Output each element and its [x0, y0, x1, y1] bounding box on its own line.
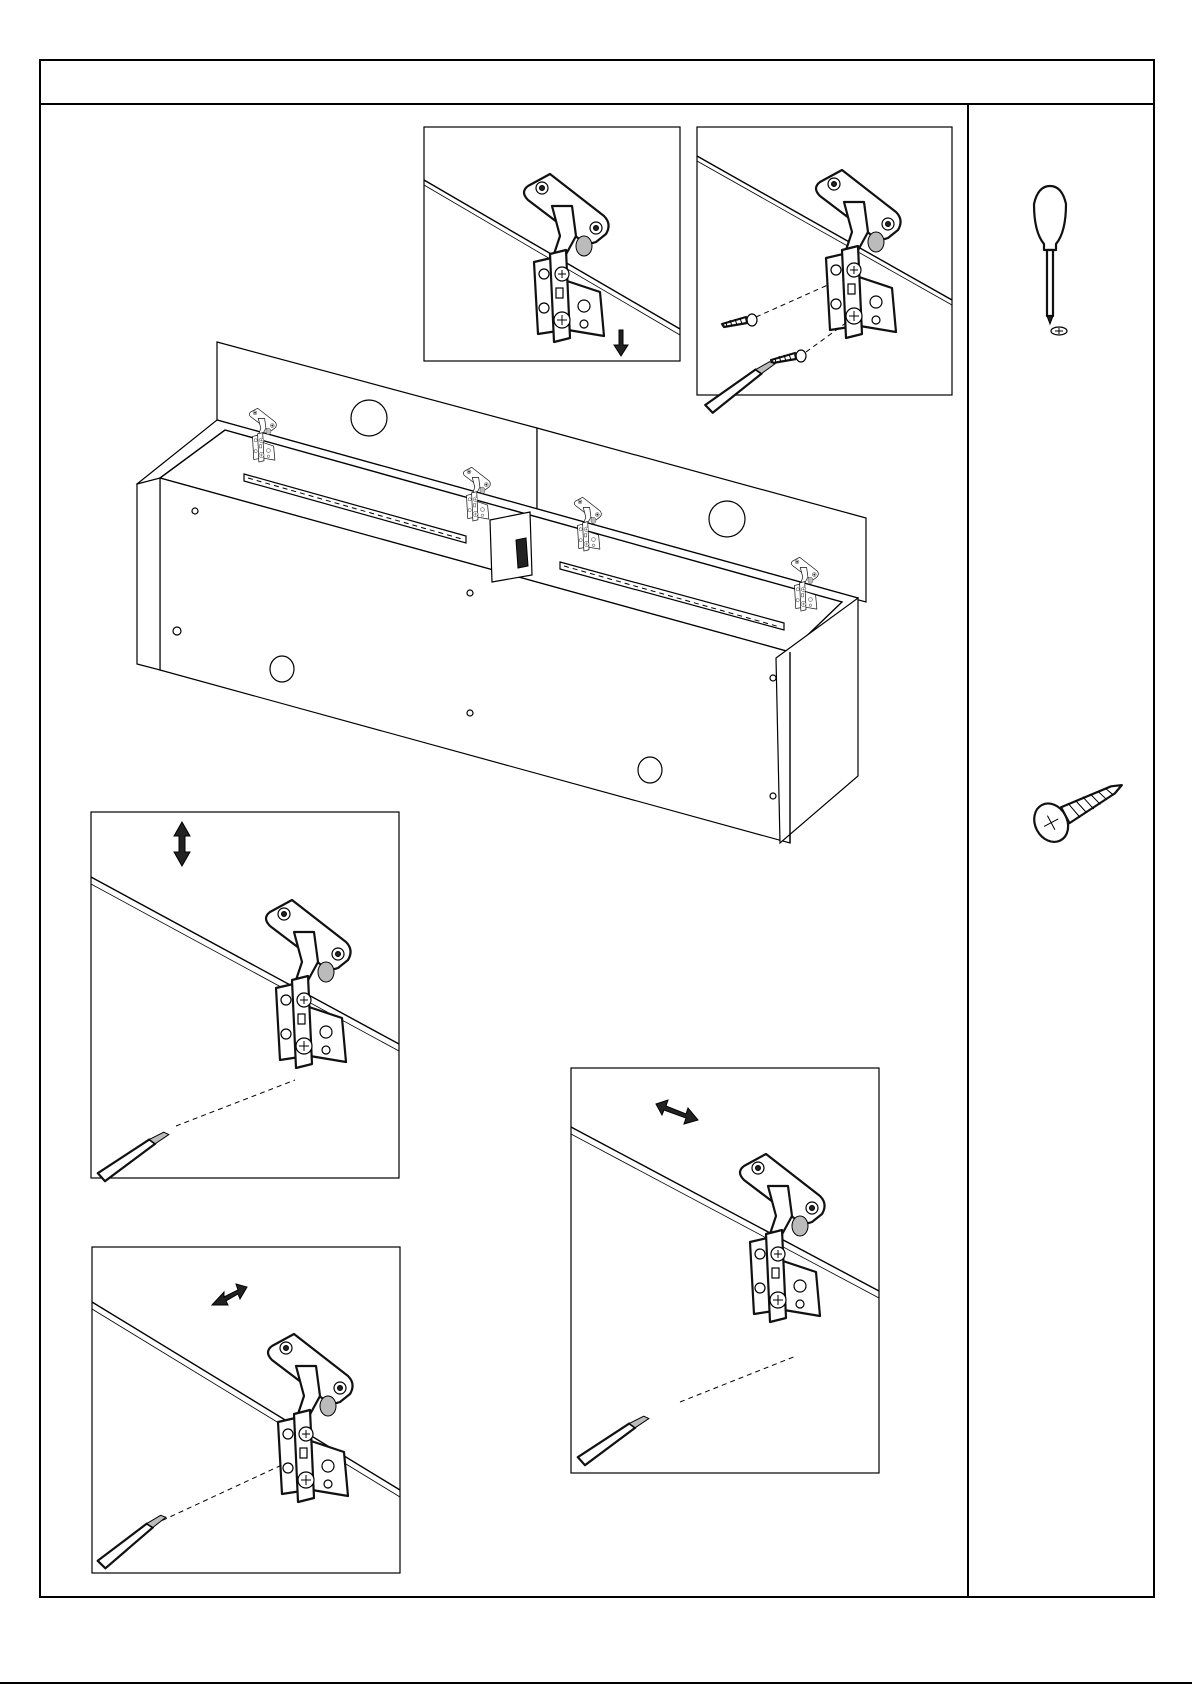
- detail-panel-screw-fixing: [697, 127, 952, 414]
- detail-panel-press-down: [424, 127, 680, 361]
- wood-screw-icon: [1028, 767, 1132, 847]
- storage-bench-drawing: [137, 342, 866, 843]
- detail-panel-adjust-height: [91, 812, 399, 1183]
- phillips-screwdriver-icon: [1034, 186, 1067, 335]
- detail-panel-adjust-depth: [91, 1247, 400, 1573]
- detail-panel-adjust-side: [571, 1068, 879, 1473]
